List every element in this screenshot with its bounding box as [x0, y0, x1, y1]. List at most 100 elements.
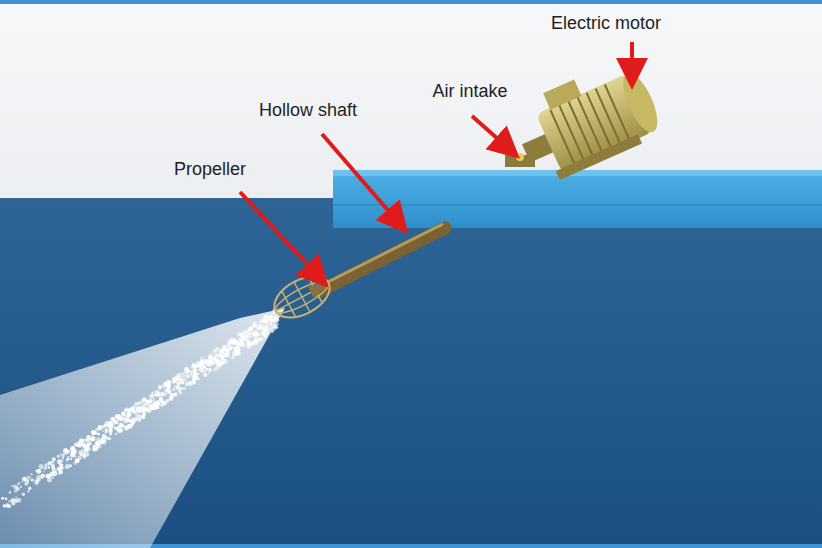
- bubbles: [1, 309, 279, 509]
- bubble: [112, 418, 115, 421]
- bubble: [203, 373, 207, 377]
- bubble: [80, 439, 84, 443]
- bubble: [3, 504, 5, 506]
- bubble: [114, 427, 117, 430]
- bubble: [223, 357, 225, 359]
- bubble: [135, 413, 140, 418]
- bubble: [138, 418, 141, 421]
- shaft-highlight: [318, 224, 443, 287]
- bubble: [242, 330, 247, 335]
- bubble: [224, 353, 229, 358]
- bubble: [238, 332, 242, 336]
- bubble: [215, 359, 220, 364]
- bubble: [253, 340, 256, 343]
- bubble: [242, 334, 244, 336]
- bubble: [199, 364, 203, 368]
- bubble: [62, 460, 64, 462]
- bubble: [131, 417, 136, 422]
- bubble: [154, 404, 158, 408]
- bubble: [35, 479, 40, 484]
- bubble: [176, 377, 181, 382]
- bubble: [269, 318, 274, 323]
- bubble: [269, 327, 271, 329]
- bubble: [167, 384, 171, 388]
- bubble: [238, 343, 242, 347]
- bubble: [15, 486, 18, 489]
- bubble: [213, 362, 216, 365]
- bubble: [85, 439, 88, 442]
- bubble: [141, 398, 145, 402]
- bubble: [191, 375, 194, 378]
- bubble: [95, 428, 99, 432]
- propeller-cage: [268, 268, 337, 326]
- bubble: [263, 317, 266, 320]
- bubble: [254, 333, 258, 337]
- bubble: [53, 461, 55, 463]
- bubble: [208, 372, 210, 374]
- float-seam: [333, 205, 822, 206]
- bubble: [103, 424, 107, 428]
- bubble: [189, 381, 192, 384]
- bubble: [184, 367, 189, 372]
- bubble: [188, 368, 190, 370]
- bubble: [237, 342, 239, 344]
- bubble: [246, 339, 249, 342]
- part-label: Propeller: [174, 160, 246, 180]
- bubble: [119, 423, 124, 428]
- bubble: [43, 471, 45, 473]
- bubble: [154, 391, 156, 393]
- bubble: [31, 473, 33, 475]
- bubble: [52, 476, 55, 479]
- part-label: Electric motor: [551, 14, 661, 34]
- bubble: [60, 453, 62, 455]
- bubble: [266, 329, 269, 332]
- bubble: [101, 440, 103, 442]
- bubble: [208, 368, 212, 372]
- bubble: [268, 322, 270, 324]
- bubble: [149, 406, 154, 411]
- bubble: [150, 401, 152, 403]
- bubble: [263, 321, 265, 323]
- bubble: [112, 417, 115, 420]
- bubble: [269, 315, 273, 319]
- bubble: [11, 485, 13, 487]
- float: [333, 170, 822, 228]
- bubble: [76, 456, 78, 458]
- bubble: [232, 341, 237, 346]
- leader-arrow: [472, 116, 508, 148]
- bubble: [178, 381, 182, 385]
- bubble: [222, 345, 224, 347]
- bubble: [74, 443, 78, 447]
- bubble: [78, 450, 82, 454]
- bubble: [213, 348, 218, 353]
- bubble: [182, 372, 185, 375]
- bubble: [221, 348, 224, 351]
- bubble: [194, 373, 196, 375]
- bubble: [48, 462, 50, 464]
- bubble: [102, 430, 104, 432]
- bubble: [198, 369, 200, 371]
- bubble: [208, 355, 211, 358]
- bubble: [248, 333, 250, 335]
- bubble: [196, 373, 198, 375]
- bubble: [43, 466, 47, 470]
- bubble: [9, 500, 11, 502]
- part-label: Hollow shaft: [259, 101, 357, 121]
- bubble: [246, 344, 251, 349]
- bubble: [158, 395, 163, 400]
- bubble-plume: [0, 308, 285, 548]
- bubble: [261, 331, 266, 336]
- bubble: [124, 425, 129, 430]
- bubble: [107, 421, 109, 423]
- bubble: [24, 481, 28, 485]
- bubble: [227, 348, 231, 352]
- bubble: [184, 368, 187, 371]
- bubble: [182, 374, 185, 377]
- bubble: [253, 324, 255, 326]
- bubble: [99, 426, 101, 428]
- bubble: [127, 408, 131, 412]
- bubble: [57, 460, 62, 465]
- bubble: [262, 331, 267, 336]
- bubble: [265, 324, 268, 327]
- bubble: [41, 468, 43, 470]
